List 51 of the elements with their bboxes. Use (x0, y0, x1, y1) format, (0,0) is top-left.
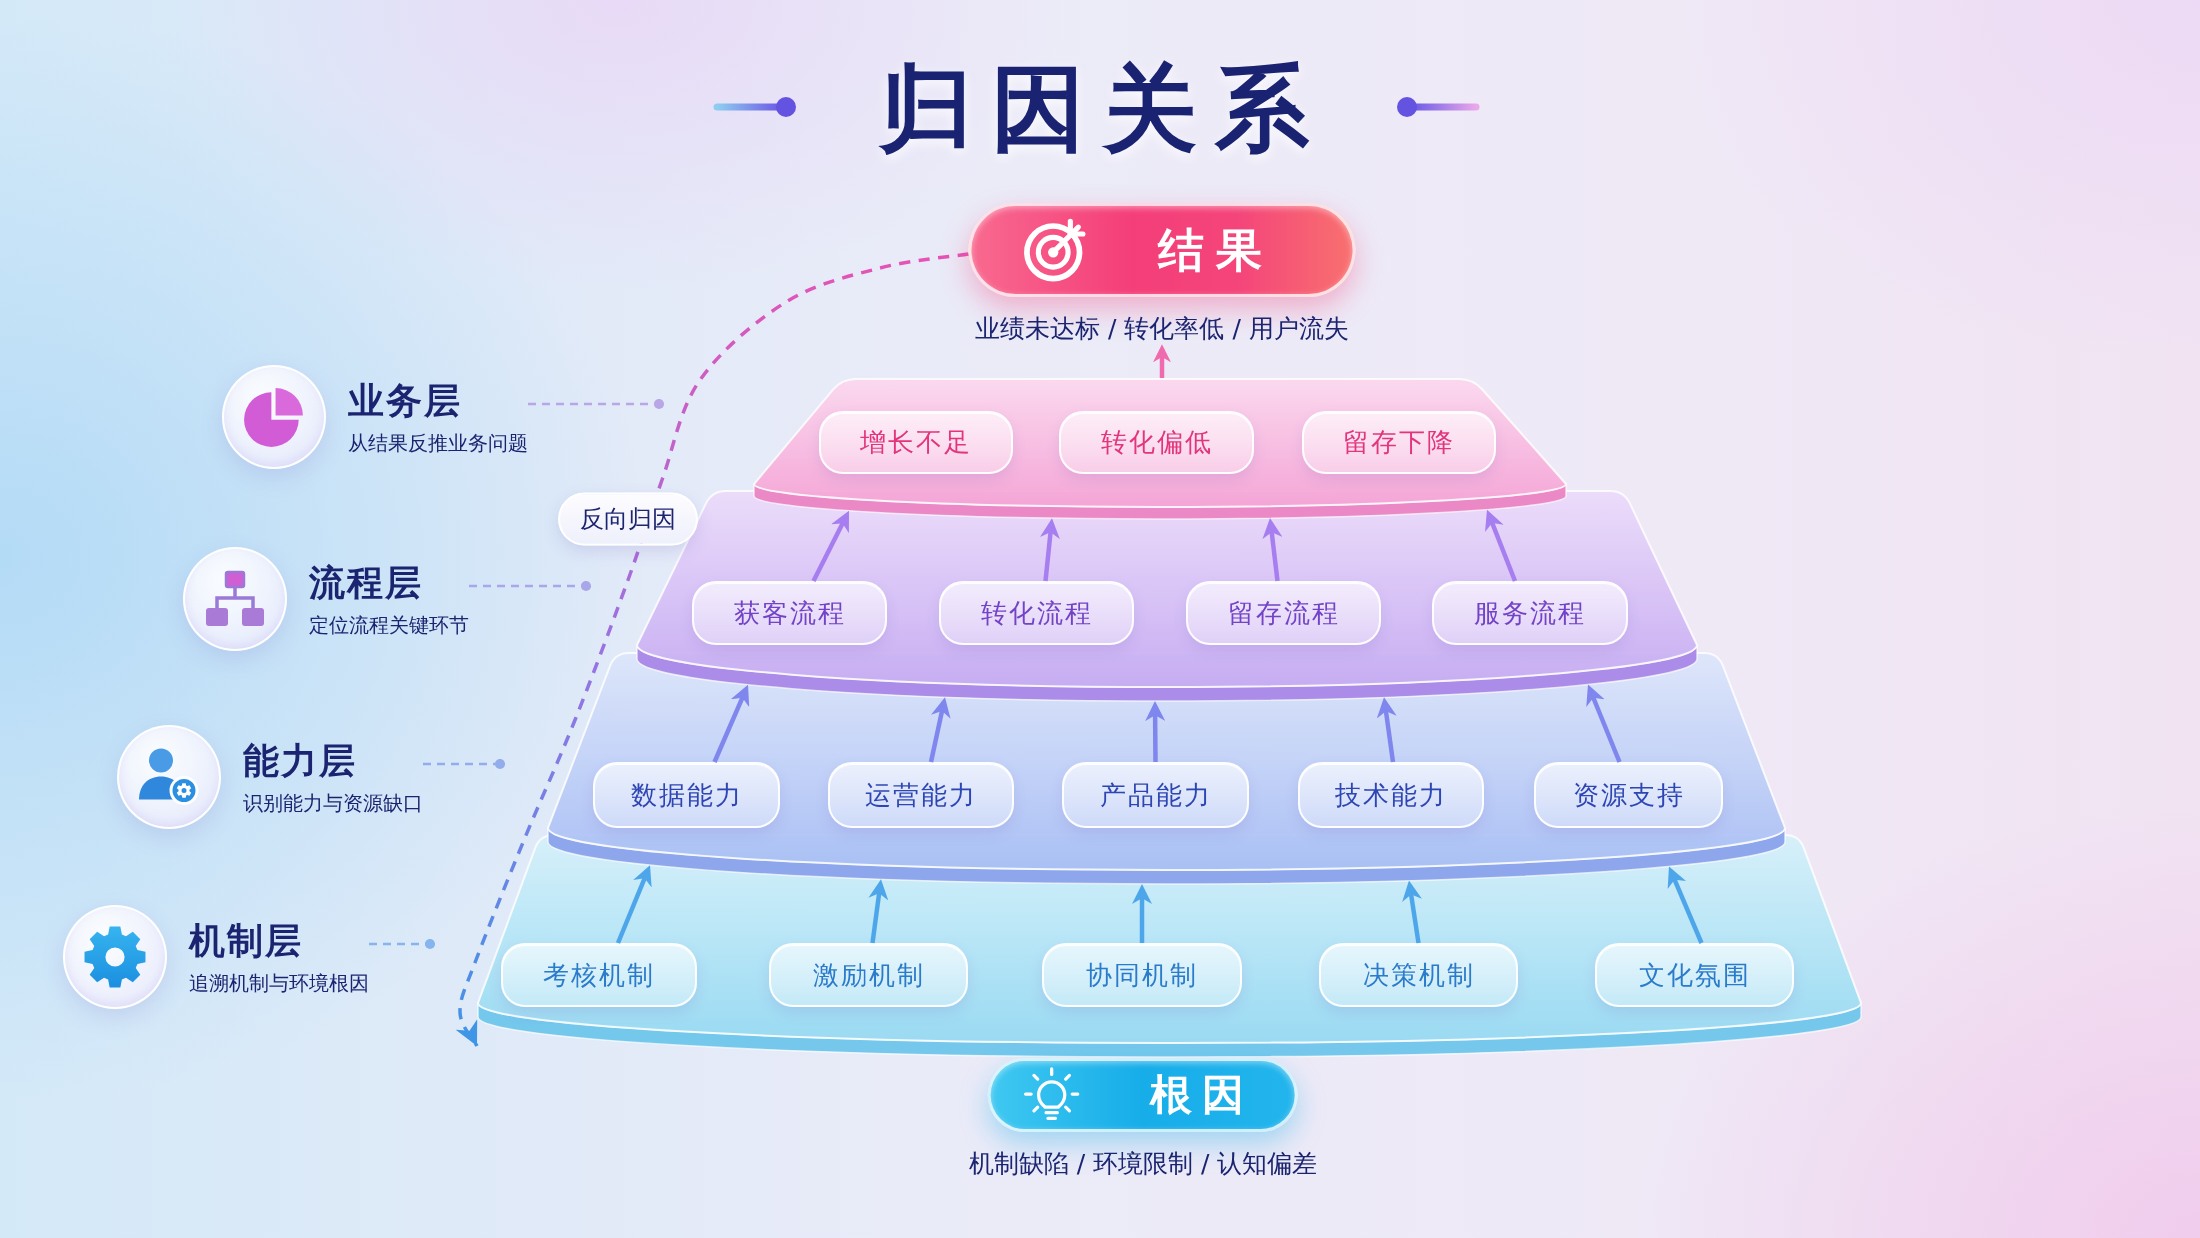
leader-line (528, 398, 665, 410)
arrow (1585, 683, 1622, 763)
factor-chip: 考核机制 (501, 943, 697, 1007)
factor-chip: 激励机制 (769, 943, 968, 1007)
factor-chip: 运营能力 (828, 762, 1014, 828)
factor-chip: 协同机制 (1042, 943, 1242, 1007)
layer-title: 流程层 (309, 560, 423, 605)
factor-chip: 增长不足 (819, 411, 1013, 474)
arrow (1145, 701, 1166, 762)
arrow (811, 509, 851, 582)
edge-label: 反向归因 (558, 492, 698, 546)
leader-line (369, 938, 436, 950)
banner-title: 结果 (1157, 227, 1274, 273)
banner-subtitle: 机制缺陷 / 环境限制 / 认知偏差 (968, 1148, 1318, 1180)
layer-title: 能力层 (243, 738, 357, 783)
factor-chip: 转化流程 (939, 581, 1134, 645)
leader-line (423, 758, 506, 770)
factor-chip: 决策机制 (1319, 943, 1518, 1007)
arrow (1040, 517, 1060, 582)
factor-chip: 服务流程 (1432, 581, 1628, 645)
factor-chip: 留存下降 (1302, 411, 1496, 474)
factor-chip: 留存流程 (1186, 581, 1381, 645)
factor-chip: 产品能力 (1062, 762, 1249, 828)
arrow (1132, 884, 1152, 943)
arrow (1262, 517, 1283, 582)
factor-chip: 技术能力 (1298, 762, 1484, 828)
arrow (1666, 865, 1704, 944)
layer-description: 追溯机制与环境根因 (189, 971, 369, 996)
arrow (712, 683, 751, 763)
banner-title: 根因 (1150, 1074, 1254, 1116)
layer-title: 机制层 (189, 918, 303, 963)
factor-chip: 转化偏低 (1059, 411, 1254, 474)
factor-chip: 资源支持 (1534, 762, 1723, 828)
dashed-arrow (454, 252, 969, 1047)
layer-description: 定位流程关键环节 (309, 613, 469, 638)
factor-chip: 文化氛围 (1595, 943, 1794, 1007)
arrow (615, 864, 653, 944)
banner-subtitle: 业绩未达标 / 转化率低 / 用户流失 (975, 313, 1349, 345)
arrow (1153, 344, 1171, 378)
layer-description: 从结果反推业务问题 (348, 431, 528, 456)
factor-chip: 数据能力 (593, 762, 780, 828)
arrow (928, 696, 951, 763)
layer-title: 业务层 (348, 378, 462, 423)
arrow (1402, 880, 1422, 944)
page-title: 归因关系 (879, 57, 1327, 161)
factor-chip: 获客流程 (692, 581, 887, 645)
arrow (868, 879, 889, 944)
layer-description: 识别能力与资源缺口 (243, 791, 423, 816)
leader-line (469, 580, 592, 592)
arrow (1376, 697, 1397, 763)
arrow (1484, 508, 1518, 582)
